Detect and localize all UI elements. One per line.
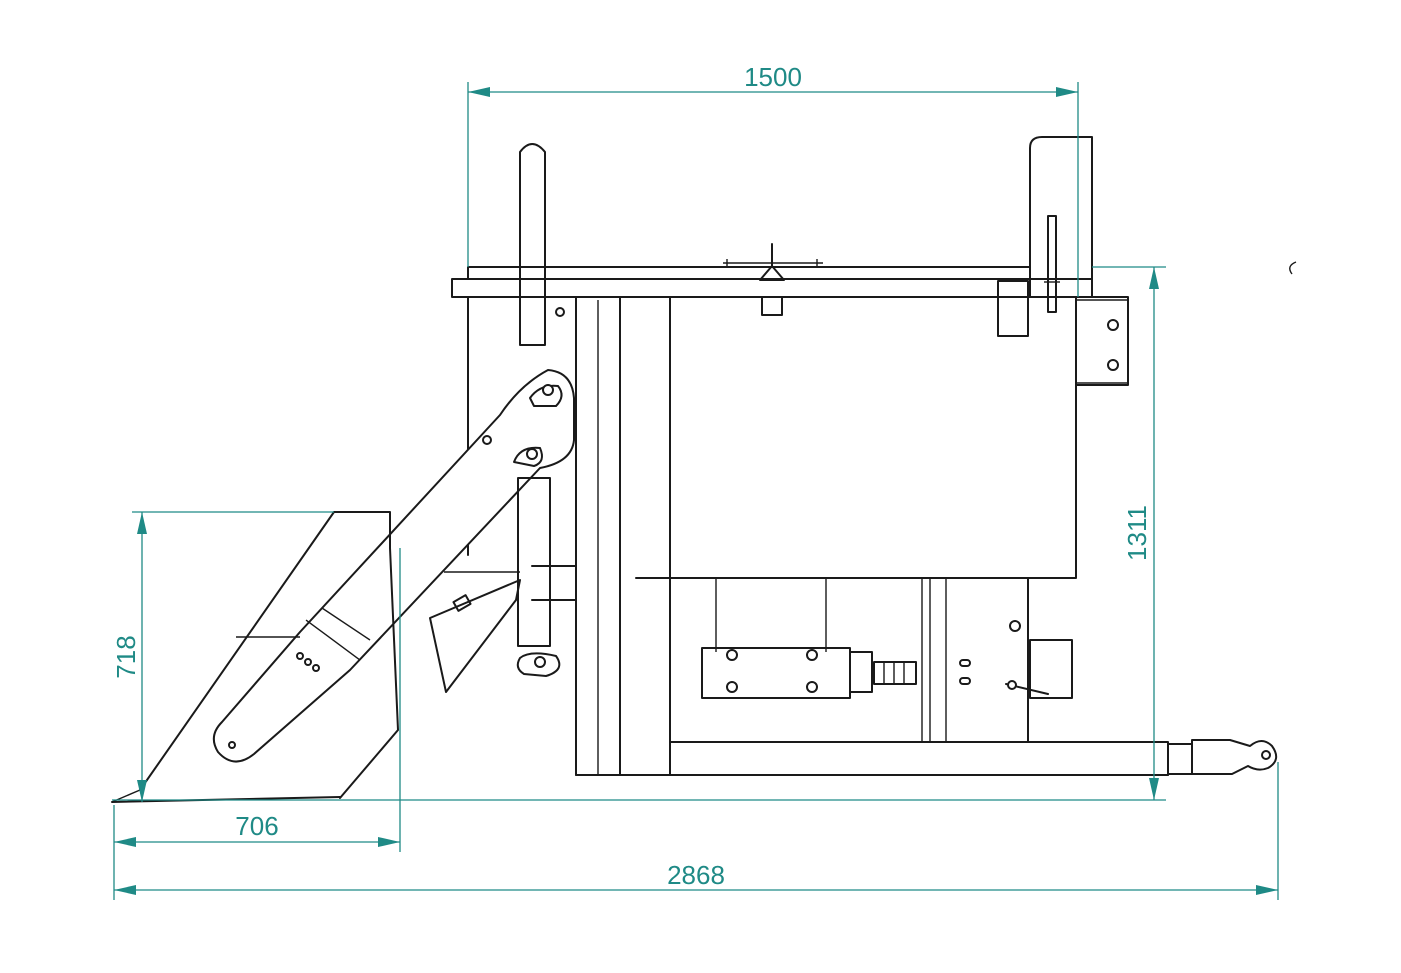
right-upright	[997, 136, 1093, 337]
lower-housing	[669, 577, 1073, 743]
lifting-arm	[212, 307, 577, 763]
dimension-overall-length-label: 2868	[667, 860, 725, 890]
dimension-bucket-height-label: 718	[111, 635, 141, 678]
dimension-total-height-label: 1311	[1122, 505, 1152, 561]
dimension-total-height: 1311	[1092, 266, 1166, 800]
dimension-overall-length: 2868	[114, 762, 1279, 900]
left-handle	[519, 143, 546, 346]
dimension-top-width: 1500	[467, 62, 1079, 297]
dimension-bucket-reach-label: 706	[235, 811, 278, 841]
stray-mark	[1289, 261, 1297, 275]
dimension-bucket-height: 718	[111, 511, 334, 802]
machine-outline	[111, 136, 1297, 803]
dimension-bucket-reach: 706	[113, 548, 401, 900]
top-frame	[451, 243, 1093, 316]
right-bracket	[1075, 296, 1129, 386]
dimension-top-width-label: 1500	[744, 62, 802, 92]
drawbar	[575, 739, 1278, 776]
vertical-column	[575, 296, 671, 776]
